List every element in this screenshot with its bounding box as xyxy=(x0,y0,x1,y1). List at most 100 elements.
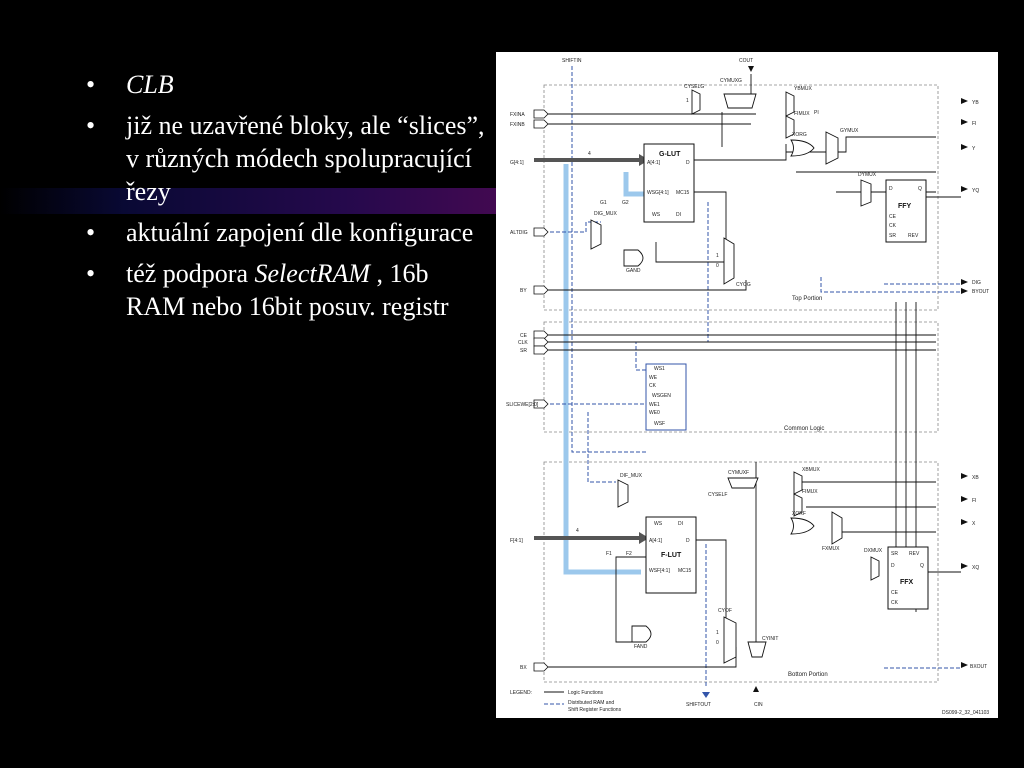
bxout-label: BXOUT xyxy=(970,664,987,670)
mux-shapes xyxy=(590,89,880,664)
ffy-ce: CE xyxy=(889,214,897,220)
gand-label: GAND xyxy=(626,268,641,274)
by-label: BY xyxy=(520,288,527,294)
legend-label: LEGEND: xyxy=(510,690,532,696)
ffy-q: Q xyxy=(918,186,922,192)
mux-in-1-cyof: 1 xyxy=(716,630,719,636)
xorf-label: XORF xyxy=(792,511,806,517)
dig-label: DIG xyxy=(972,280,981,286)
ffy-block xyxy=(885,179,927,243)
clb-slice-diagram: G-LUT A[4:1] D WSG[4:1] MC15 WS DI WS DI… xyxy=(496,52,998,718)
g-lut-wsg: WSG[4:1] xyxy=(647,190,669,196)
cout-label: COUT xyxy=(739,58,753,64)
output-arrows xyxy=(961,98,968,668)
highlight-bus xyxy=(563,164,641,575)
fimux-pi-label: PI xyxy=(814,110,819,116)
xorg-label: XORG xyxy=(792,132,807,138)
bullet-marker: • xyxy=(86,70,96,99)
f-bus-width: 4 xyxy=(576,528,579,534)
dig-mux-label: DIG_MUX xyxy=(594,211,617,217)
slice-schematic: G-LUT A[4:1] D WSG[4:1] MC15 WS DI WS DI… xyxy=(506,58,989,716)
clk-label: CLK xyxy=(518,340,528,346)
cyog-mux xyxy=(723,237,735,285)
fimux-lower xyxy=(793,493,803,517)
fi2-label: FI xyxy=(972,498,976,504)
g2-label: G2 xyxy=(622,200,629,206)
g-bus-width: 4 xyxy=(588,151,591,157)
g1-label: G1 xyxy=(600,200,607,206)
wsgen-ws1: WS1 xyxy=(654,366,665,372)
wsgen-we: WE xyxy=(649,375,658,381)
dig-mux-shape xyxy=(590,219,602,250)
bottom-portion-label: Bottom Portion xyxy=(788,672,828,678)
dif-mux-label: DIF_MUX xyxy=(620,473,643,479)
bottom-portion-outline xyxy=(543,461,939,683)
cyinit-mux xyxy=(747,641,767,658)
accent-band xyxy=(0,188,500,214)
mux-in-1-top: 1 xyxy=(686,98,689,104)
g-lut-mcm: MC15 xyxy=(676,190,690,196)
cymuxg-label: CYMUXG xyxy=(720,78,742,84)
fimux-label: FIMUX xyxy=(794,111,810,117)
highlight-bus-g xyxy=(623,172,644,197)
f-lut-a: A[4:1] xyxy=(649,538,663,544)
yb-label: YB xyxy=(972,100,979,106)
f-lut-d: D xyxy=(686,538,690,544)
y-label: Y xyxy=(972,146,976,152)
cin-label: CIN xyxy=(754,702,763,708)
yq-label: YQ xyxy=(972,188,979,194)
dymux-mux xyxy=(860,179,872,207)
cin-arrow xyxy=(753,686,759,692)
ffx-ck: CK xyxy=(891,600,899,606)
bullet-text-pre: též podpora xyxy=(126,259,255,288)
input-pads xyxy=(533,109,549,672)
top-portion-label: Top Portion xyxy=(792,296,822,302)
ffx-sr: SR xyxy=(891,551,898,557)
legend-ram-1: Distributed RAM and xyxy=(568,700,614,706)
ffy-title: FFY xyxy=(898,203,912,210)
cymuxf-gate xyxy=(727,477,759,489)
cymuxf-label: CYMUXF xyxy=(728,470,749,476)
ybmux-mux xyxy=(785,91,795,117)
cyself-label: CYSELF xyxy=(708,492,727,498)
fimux-mux xyxy=(785,115,795,139)
ffx-ce: CE xyxy=(891,590,899,596)
ffy-d: D xyxy=(889,186,893,192)
fxinb-label: FXINB xyxy=(510,122,525,128)
ffy-rev: REV xyxy=(908,233,919,239)
byout-label: BYOUT xyxy=(972,289,989,295)
ffx-title: FFX xyxy=(900,579,914,586)
bullet-text: aktuální zapojení dle konfigurace xyxy=(126,218,474,247)
bullet-text: již ne uzavřené bloky, ale “slices”, v r… xyxy=(126,111,485,206)
dxmux-label: DXMUX xyxy=(864,548,883,554)
f-lut-title: F-LUT xyxy=(661,552,682,559)
xbmux-mux xyxy=(793,471,803,495)
wsgen-wsf: WSF xyxy=(654,421,665,427)
wsgen-ck: CK xyxy=(649,383,657,389)
logic-lines xyxy=(544,74,961,668)
f-lut-ws: WS xyxy=(654,521,663,527)
mux-in-0-cyof: 0 xyxy=(716,640,719,646)
xorf-gate xyxy=(790,517,815,535)
g-input-bus xyxy=(534,158,639,162)
cyog-label: CYOG xyxy=(736,282,751,288)
ffx-rev: REV xyxy=(909,551,920,557)
g-lut-ws: WS xyxy=(652,212,661,218)
f-input-label: F[4:1] xyxy=(510,538,523,544)
xq-label: XQ xyxy=(972,565,979,571)
f-input-bus xyxy=(534,536,639,540)
bullet-marker: • xyxy=(86,259,96,288)
dif-mux-shape xyxy=(617,479,629,508)
cyselg-label: CYSELG xyxy=(684,84,704,90)
gates xyxy=(623,139,815,643)
slicewe-label: SLICEWE[2:0] xyxy=(506,402,539,408)
cyinit-label: CYINIT xyxy=(762,636,778,642)
cyof-mux xyxy=(723,616,737,664)
x-label: X xyxy=(972,521,976,527)
legend-logic: Logic Functions xyxy=(568,690,604,696)
ybmux-label: YBMUX xyxy=(794,86,812,92)
cymuxg-mux xyxy=(691,89,701,115)
bullet-slices: • již ne uzavřené bloky, ale “slices”, v… xyxy=(86,109,486,208)
xbmux-label: XBMUX xyxy=(802,467,820,473)
shiftout-arrow xyxy=(702,692,710,698)
